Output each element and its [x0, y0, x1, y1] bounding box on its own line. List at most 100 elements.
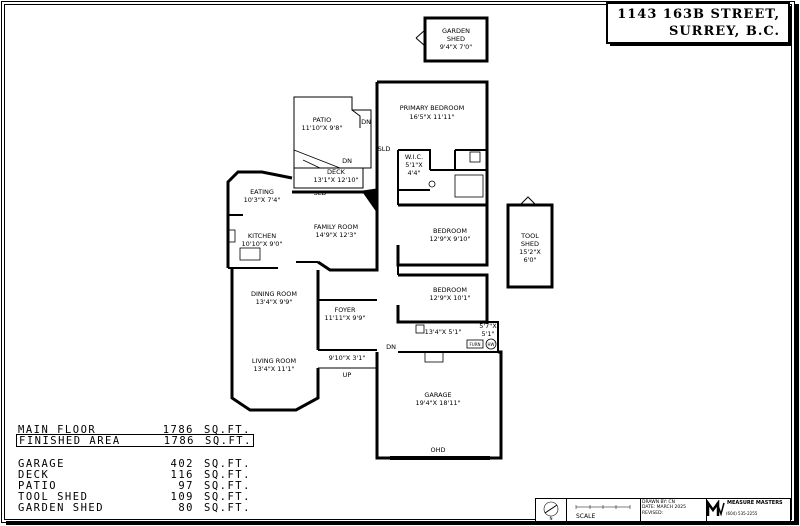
furnace [466, 339, 484, 349]
scale-cell [566, 499, 641, 521]
area-unit: SQ.FT. [204, 491, 251, 503]
drawn-by-cell [640, 499, 707, 521]
area-row-main-floor: MAIN FLOOR 1786 SQ.FT. [16, 424, 256, 436]
bedroom-1-name: BEDROOM [433, 227, 467, 235]
drawing-date: DATE: MARCH 2025 [642, 505, 686, 511]
deck-dn-note: DN [342, 157, 352, 165]
kitchen-dims: 10'10"X 9'0" [242, 240, 283, 248]
area-row-garden-shed: GARDEN SHED 80 SQ.FT. [16, 502, 256, 514]
deck-name: DECK [327, 168, 346, 176]
bedroom-1-dims: 12'9"X 9'10" [430, 235, 471, 243]
hot-water-tank [485, 338, 497, 350]
area-value: 109 [170, 491, 194, 503]
area-name: PATIO [18, 480, 58, 492]
area-name: DECK [18, 469, 50, 481]
wic-dims-2: 4'4" [407, 169, 420, 177]
area-row-deck: DECK 116 SQ.FT. [16, 469, 256, 481]
garage-name: GARAGE [424, 391, 451, 399]
north-label: N [550, 516, 553, 521]
dining-room-dims: 13'4"X 9'9" [256, 298, 293, 306]
bedroom-1-walls [396, 203, 489, 267]
kitchen-name: KITCHEN [248, 232, 276, 240]
hall-up-note: UP [343, 371, 352, 379]
mech-dims-2: 5'1" [481, 330, 494, 338]
tool-shed-name-1: TOOL [520, 232, 539, 240]
scale-label: SCALE [576, 513, 596, 520]
garden-shed-dims: 9'4"X 7'0" [440, 43, 473, 51]
garage-ohd-note: OHD [430, 446, 445, 454]
toilet [469, 151, 481, 163]
area-value: 1786 [163, 435, 195, 447]
page-inner-border [4, 4, 792, 520]
address-line-1: 1143 163B STREET, [617, 7, 780, 22]
deck-outline [293, 168, 364, 189]
kitchen-divider [228, 214, 278, 269]
fireplace [362, 191, 378, 214]
eating-dims: 10'3"X 7'4" [244, 196, 281, 204]
title-block: N [535, 498, 791, 522]
area-value: 80 [178, 502, 194, 514]
address-line-2: SURREY, B.C. [668, 24, 780, 39]
address-box: 1143 163B STREET, SURREY, B.C. [606, 2, 790, 44]
garage-dn-note: DN [386, 343, 396, 351]
garage-dims: 19'4"X 18'11" [415, 399, 460, 407]
area-row-tool-shed: TOOL SHED 109 SQ.FT. [16, 491, 256, 503]
brand-name: MEASURE MASTERS [727, 500, 783, 506]
area-name: MAIN FLOOR [18, 424, 97, 436]
wic-name: W.I.C. [405, 153, 423, 161]
tool-shed-door [519, 196, 537, 206]
patio-dims: 11'10"X 9'8" [302, 124, 343, 132]
ensuite-walls [430, 149, 487, 171]
area-unit: SQ.FT. [204, 458, 251, 470]
garage-stairs [424, 351, 444, 363]
garden-shed-outline [423, 16, 489, 63]
hot-water-label: HW [488, 342, 495, 347]
family-room-walls [292, 188, 379, 272]
area-unit: SQ.FT. [204, 424, 251, 436]
area-value: 116 [170, 469, 194, 481]
revised: REVISED: [642, 510, 664, 516]
primary-bedroom-dims: 16'5"X 11'11" [409, 113, 454, 121]
brand-phone: (604) 535-2255 [726, 511, 758, 516]
tool-shed-name-2: SHED [521, 240, 539, 248]
living-room-dims: 13'4"X 11'1" [254, 365, 295, 373]
area-name: GARAGE [18, 458, 65, 470]
north-arrow-cell: N [536, 499, 567, 521]
border-shadow-right [794, 4, 799, 524]
laundry-dims: 13'4"X 5'1" [425, 328, 462, 336]
tool-shed-dims-1: 15'2"X [519, 248, 541, 256]
garden-shed-door [415, 29, 426, 47]
brand-contact: (604) 535-2255 [726, 511, 758, 517]
drawing-info: DRAWN BY: CN DATE: MARCH 2025 REVISED: [642, 500, 686, 516]
primary-bedroom-sld-note: SLD [378, 145, 391, 153]
area-row-patio: PATIO 97 SQ.FT. [16, 480, 256, 492]
foyer-name: FOYER [334, 306, 356, 314]
hall-dims: 9'10"X 3'1" [329, 354, 366, 362]
bathtub [454, 174, 484, 198]
foyer-dims: 11'11"X 9'9" [325, 314, 366, 322]
area-unit: SQ.FT. [204, 480, 251, 492]
garden-shed-name-1: GARDEN [442, 27, 470, 35]
address-box-shadow [610, 42, 792, 46]
tool-shed-dims-2: 6'0" [523, 256, 536, 264]
scale-bar-icon [575, 505, 631, 509]
deck-dims: 13'1"X 12'10" [313, 176, 358, 184]
north-arrow-icon: N [543, 501, 559, 521]
vanity-sink [428, 180, 436, 188]
area-name: GARDEN SHED [18, 502, 105, 514]
deck-edge [293, 149, 341, 169]
deck-sld-note: SLD [314, 189, 327, 197]
area-value: 402 [170, 458, 194, 470]
border-shadow-bottom [6, 521, 799, 525]
dining-living-west [230, 268, 320, 412]
laundry-walls [398, 321, 499, 353]
family-room-name: FAMILY ROOM [314, 223, 358, 231]
patio-name: PATIO [313, 116, 331, 124]
measure-masters-logo-icon [707, 500, 725, 517]
family-room-dims: 14'9"X 12'3" [316, 231, 357, 239]
patio-step [351, 109, 361, 128]
patio-outline [293, 96, 372, 169]
eating-bay-wall [226, 170, 293, 268]
